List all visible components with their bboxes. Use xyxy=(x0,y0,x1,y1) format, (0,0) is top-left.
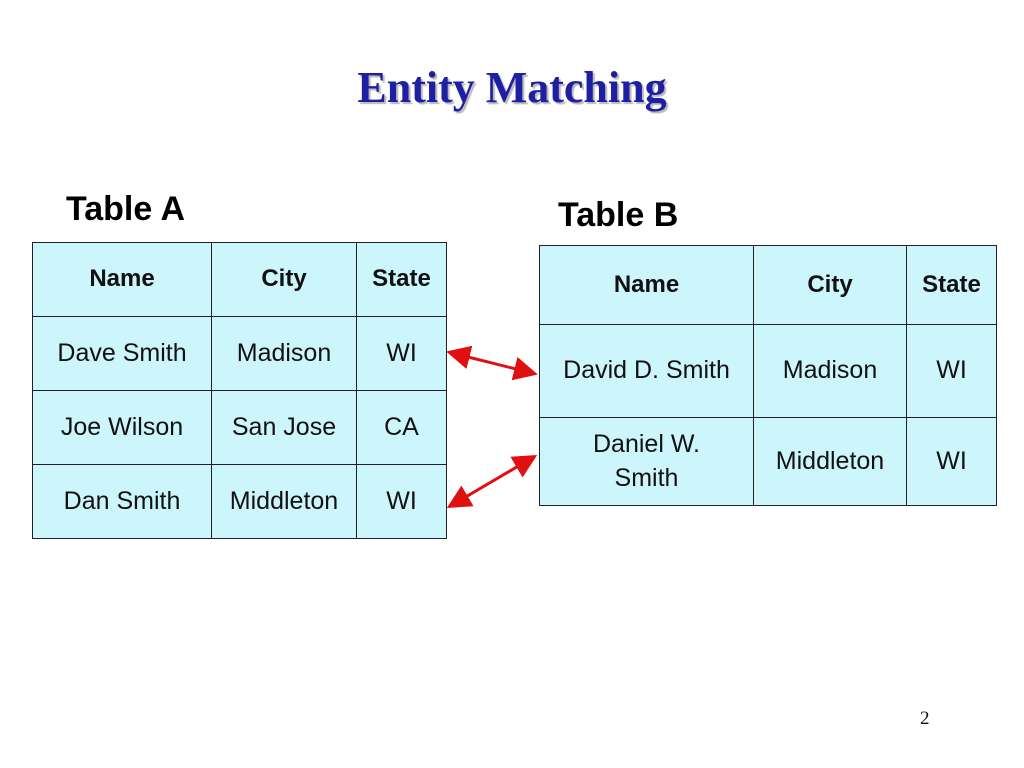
match-arrow-dave-david xyxy=(446,345,538,381)
slide-title: Entity Matching xyxy=(357,63,667,112)
table-row: Daniel W. Smith Middleton WI xyxy=(539,417,997,506)
table-a-cell-name: Dan Smith xyxy=(32,464,212,539)
table-a-cell-state: CA xyxy=(356,390,447,465)
table-b-header-name: Name xyxy=(539,245,754,325)
table-b-cell-name: Daniel W. Smith xyxy=(539,417,754,506)
table-b-header-row: Name City State xyxy=(539,245,997,325)
table-row: Dave Smith Madison WI xyxy=(32,316,447,391)
table-a-label: Table A xyxy=(66,190,186,228)
page-number: 2 xyxy=(920,708,930,729)
table-row: Joe Wilson San Jose CA xyxy=(32,390,447,465)
table-a-cell-city: Middleton xyxy=(211,464,357,539)
table-a-cell-city: San Jose xyxy=(211,390,357,465)
table-a-cell-city: Madison xyxy=(211,316,357,391)
table-row: David D. Smith Madison WI xyxy=(539,324,997,418)
table-b-cell-city: Middleton xyxy=(753,417,907,506)
table-a-header-name: Name xyxy=(32,242,212,317)
table-a-header-row: Name City State xyxy=(32,242,447,317)
table-b-cell-name: David D. Smith xyxy=(539,324,754,418)
table-b-header-state: State xyxy=(906,245,997,325)
table-row: Dan Smith Middleton WI xyxy=(32,464,447,539)
table-a-cell-name: Dave Smith xyxy=(32,316,212,391)
table-a-cell-state: WI xyxy=(356,316,447,391)
table-b-label: Table B xyxy=(558,196,679,234)
table-b-cell-city: Madison xyxy=(753,324,907,418)
table-a-header-state: State xyxy=(356,242,447,317)
match-arrow-dan-daniel xyxy=(446,454,538,509)
table-b-cell-state: WI xyxy=(906,324,997,418)
table-b-header-city: City xyxy=(753,245,907,325)
table-a-cell-name: Joe Wilson xyxy=(32,390,212,465)
table-a-header-city: City xyxy=(211,242,357,317)
table-b: Name City State David D. Smith Madison W… xyxy=(539,245,997,506)
table-a: Name City State Dave Smith Madison WI Jo… xyxy=(32,242,447,539)
table-b-cell-state: WI xyxy=(906,417,997,506)
table-a-cell-state: WI xyxy=(356,464,447,539)
